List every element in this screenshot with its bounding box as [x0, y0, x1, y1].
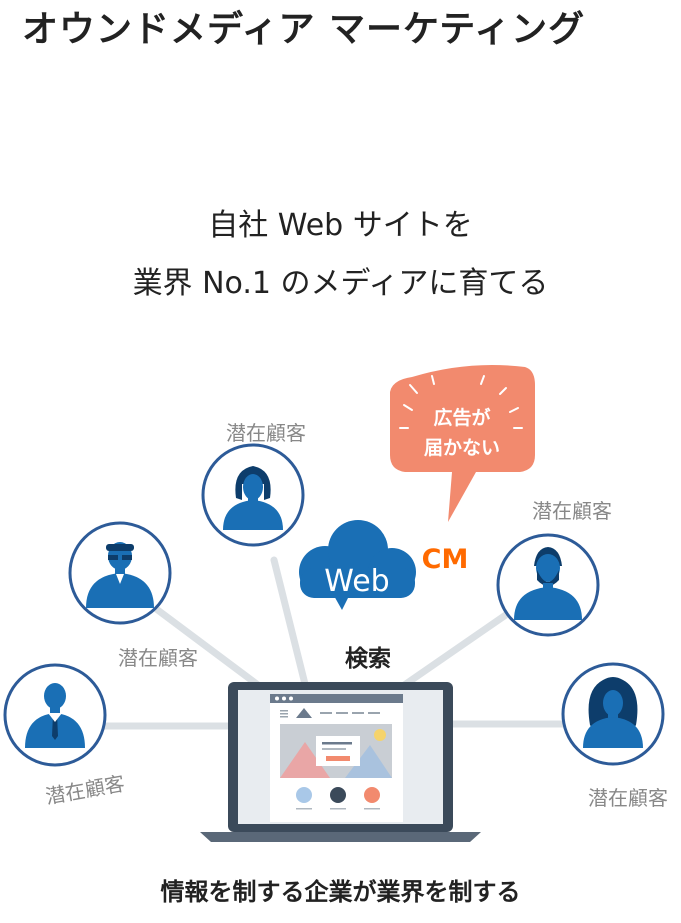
customer-node-3: [201, 443, 305, 547]
speech-bubble-icon: 広告が 届かない: [390, 364, 535, 522]
bubble-text-line-1: 広告が: [433, 406, 490, 429]
cloud-icon: Web: [299, 520, 416, 610]
customer-node-1: [3, 663, 107, 767]
connection-line: [270, 556, 310, 692]
person-icon: [514, 547, 582, 620]
connection-line: [396, 608, 514, 692]
laptop-icon: [200, 682, 481, 842]
customer-node-4: [496, 533, 600, 637]
connection-lines: [91, 556, 574, 730]
connection-line: [151, 604, 266, 692]
headline-line-1: 自社 Web サイトを: [208, 208, 473, 243]
footer-tagline: 情報を制する企業が業界を制する: [160, 878, 521, 906]
headline-line-2: 業界 No.1 のメディアに育てる: [132, 266, 549, 301]
cloud-web-label: Web: [324, 564, 389, 599]
cm-label: CM: [422, 544, 469, 575]
page-title: オウンドメディア マーケティング: [22, 9, 586, 50]
person-icon: [583, 677, 643, 748]
menu-icon: [280, 710, 288, 718]
person-icon: [223, 466, 283, 530]
customer-label: 潜在顧客: [44, 771, 127, 809]
customer-node-2: [68, 521, 172, 625]
person-icon: [86, 542, 154, 608]
bubble-text-line-2: 届かない: [424, 437, 500, 459]
person-icon: [25, 683, 85, 748]
customer-label: 潜在顧客: [226, 421, 306, 445]
search-label: 検索: [345, 646, 391, 672]
customer-label: 潜在顧客: [118, 646, 198, 670]
customer-label: 潜在顧客: [532, 499, 612, 523]
customer-node-5: [561, 662, 665, 766]
customer-label: 潜在顧客: [588, 786, 668, 810]
